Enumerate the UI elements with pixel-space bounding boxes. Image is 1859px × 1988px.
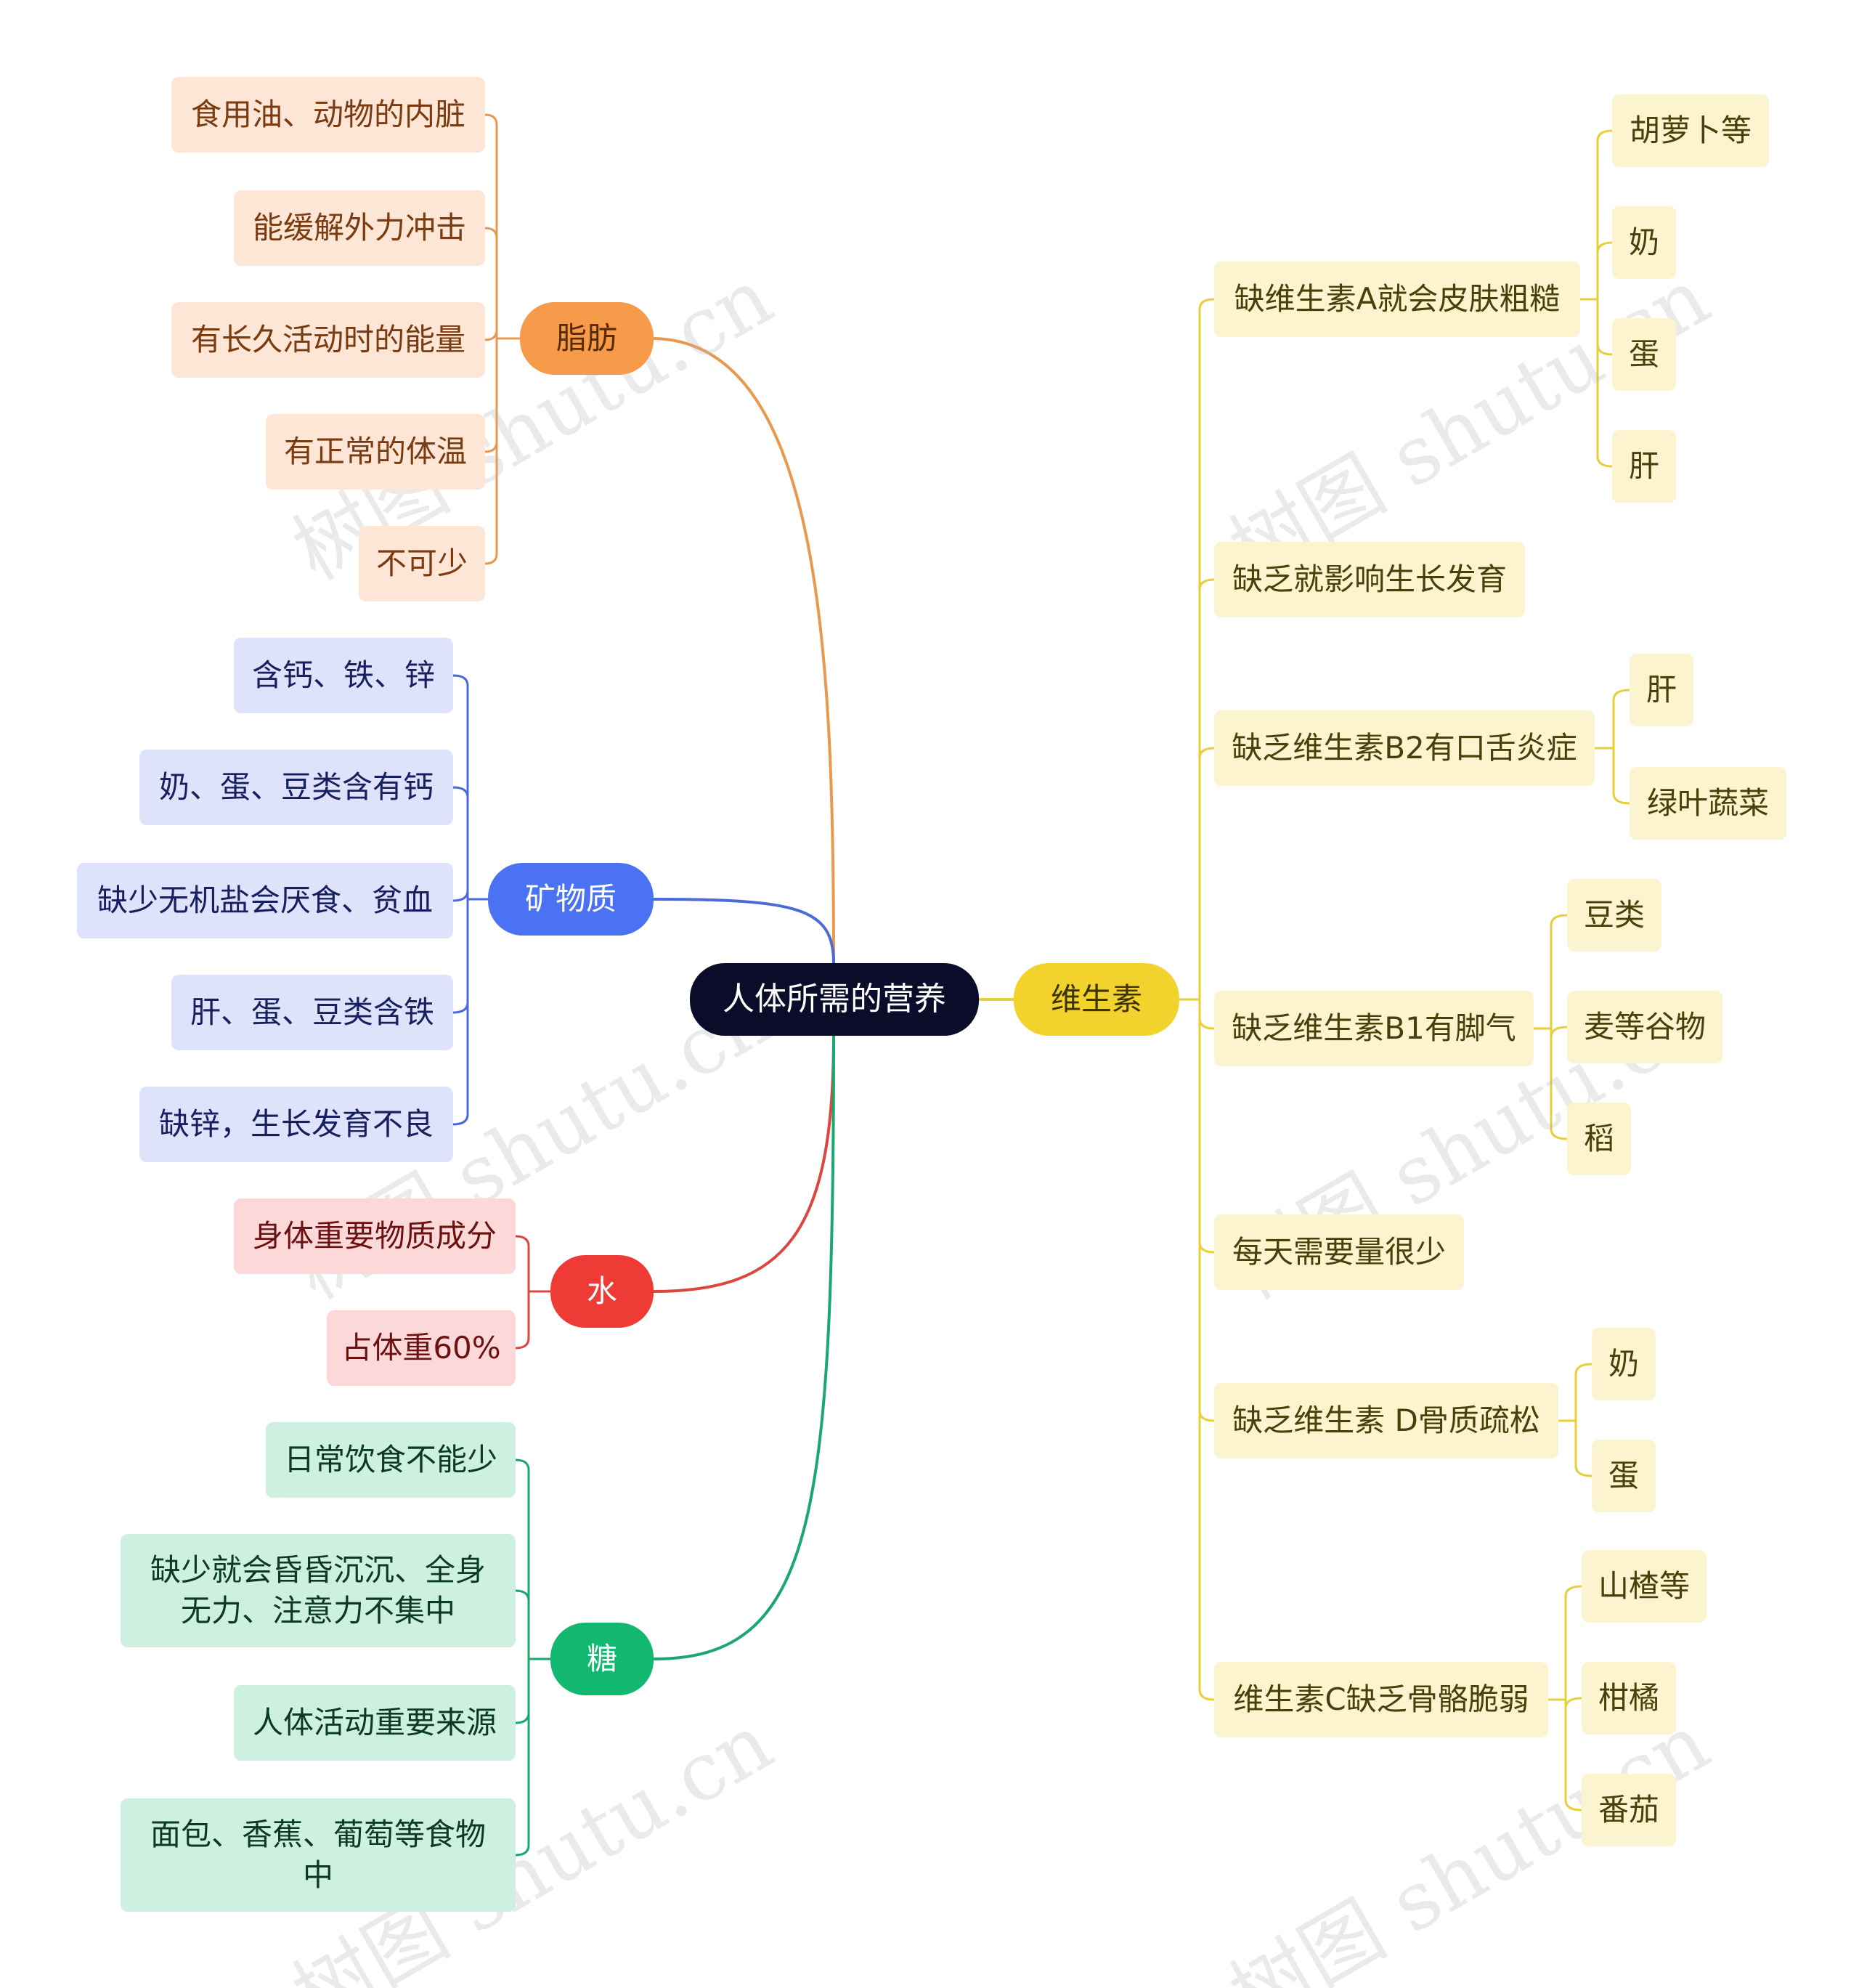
connector-line (652, 337, 835, 965)
vitamins-leaf[interactable]: 稻 (1567, 1103, 1631, 1175)
connector-line (514, 1235, 530, 1293)
vitamins-item[interactable]: 缺乏维生素 D骨质疏松 (1214, 1383, 1558, 1458)
connector-line (1198, 998, 1216, 1422)
connector-line (1198, 298, 1216, 1001)
vitamins-leaf[interactable]: 胡萝卜等 (1612, 94, 1769, 167)
minerals-item[interactable]: 奶、蛋、豆类含有钙 (139, 750, 453, 825)
connector-line (1596, 129, 1614, 301)
connector-line (652, 1034, 835, 1660)
connector-line (452, 786, 469, 901)
connector-line (452, 674, 469, 901)
connector-line (1612, 689, 1631, 750)
vitamins-item[interactable]: 维生素C缺乏骨骼脆弱 (1214, 1662, 1548, 1737)
fat-item[interactable]: 食用油、动物的内脏 (171, 77, 485, 153)
connector-line (514, 1589, 530, 1660)
connector-line (452, 890, 469, 902)
connector-line (652, 898, 835, 965)
branch-sugar[interactable]: 糖 (550, 1623, 654, 1695)
branch-vitamins[interactable]: 维生素 (1014, 963, 1179, 1036)
connector-line (1198, 578, 1216, 1001)
root-node[interactable]: 人体所需的营养 (690, 963, 979, 1036)
vitamins-leaf[interactable]: 蛋 (1592, 1440, 1656, 1512)
connector-line (514, 1458, 530, 1660)
vitamins-item[interactable]: 缺乏就影响生长发育 (1214, 542, 1525, 617)
branch-fat[interactable]: 脂肪 (520, 302, 654, 375)
vitamins-leaf[interactable]: 豆类 (1567, 879, 1661, 952)
vitamins-leaf[interactable]: 奶 (1592, 1328, 1656, 1400)
branch-minerals[interactable]: 矿物质 (488, 863, 654, 936)
minerals-item[interactable]: 肝、蛋、豆类含铁 (171, 975, 453, 1050)
sugar-item[interactable]: 缺少就会昏昏沉沉、全身无力、注意力不集中 (121, 1534, 516, 1647)
connector-line (1198, 998, 1216, 1030)
connector-line (1198, 998, 1216, 1701)
vitamins-leaf[interactable]: 肝 (1612, 430, 1676, 503)
vitamins-leaf[interactable]: 肝 (1630, 654, 1693, 726)
connector-line (1564, 1698, 1583, 1811)
fat-item[interactable]: 能缓解外力冲击 (234, 190, 485, 266)
connector-line (452, 898, 469, 1126)
connector-line (1596, 241, 1614, 301)
vitamins-item[interactable]: 缺乏维生素B1有脚气 (1214, 991, 1534, 1066)
vitamins-leaf[interactable]: 柑橘 (1582, 1662, 1676, 1735)
connector-line (1564, 1585, 1583, 1701)
vitamins-leaf[interactable]: 山楂等 (1582, 1550, 1707, 1623)
branch-water[interactable]: 水 (550, 1255, 654, 1328)
connector-line (652, 1034, 835, 1293)
vitamins-leaf[interactable]: 番茄 (1582, 1774, 1676, 1846)
connector-line (1198, 998, 1216, 1254)
connector-line (1564, 1697, 1583, 1709)
connector-line (1198, 747, 1216, 1001)
vitamins-leaf[interactable]: 蛋 (1612, 318, 1676, 391)
sugar-item[interactable]: 人体活动重要来源 (234, 1685, 516, 1761)
minerals-item[interactable]: 含钙、铁、锌 (234, 638, 453, 713)
minerals-item[interactable]: 缺锌，生长发育不良 (139, 1087, 453, 1162)
water-item[interactable]: 身体重要物质成分 (234, 1198, 516, 1274)
vitamins-item[interactable]: 每天需要量很少 (1214, 1214, 1464, 1290)
sugar-item[interactable]: 面包、香蕉、葡萄等食物中 (121, 1798, 516, 1912)
connector-line (1574, 1419, 1593, 1477)
connector-line (484, 227, 498, 340)
connector-line (514, 1658, 530, 1857)
sugar-item[interactable]: 日常饮食不能少 (266, 1422, 516, 1498)
connector-line (1574, 1363, 1593, 1422)
connector-line (514, 1658, 530, 1724)
fat-item[interactable]: 有长久活动时的能量 (171, 302, 485, 378)
connector-line (484, 337, 498, 565)
water-item[interactable]: 占体重60% (327, 1310, 516, 1386)
connector-line (484, 329, 498, 341)
connector-line (514, 1290, 530, 1350)
connector-line (452, 898, 469, 1014)
vitamins-leaf[interactable]: 绿叶蔬菜 (1630, 767, 1786, 840)
vitamins-leaf[interactable]: 奶 (1612, 206, 1676, 279)
connector-line (484, 113, 498, 340)
vitamins-item[interactable]: 缺维生素A就会皮肤粗糙 (1214, 261, 1580, 337)
connector-line (1612, 747, 1631, 805)
fat-item[interactable]: 不可少 (359, 526, 485, 601)
vitamins-item[interactable]: 缺乏维生素B2有口舌炎症 (1214, 710, 1595, 786)
connector-line (1550, 1027, 1569, 1140)
vitamins-leaf[interactable]: 麦等谷物 (1567, 991, 1722, 1063)
connector-line (1596, 298, 1614, 468)
minerals-item[interactable]: 缺少无机盐会厌食、贫血 (77, 863, 453, 938)
connector-line (1550, 914, 1569, 1030)
fat-item[interactable]: 有正常的体温 (266, 414, 485, 490)
